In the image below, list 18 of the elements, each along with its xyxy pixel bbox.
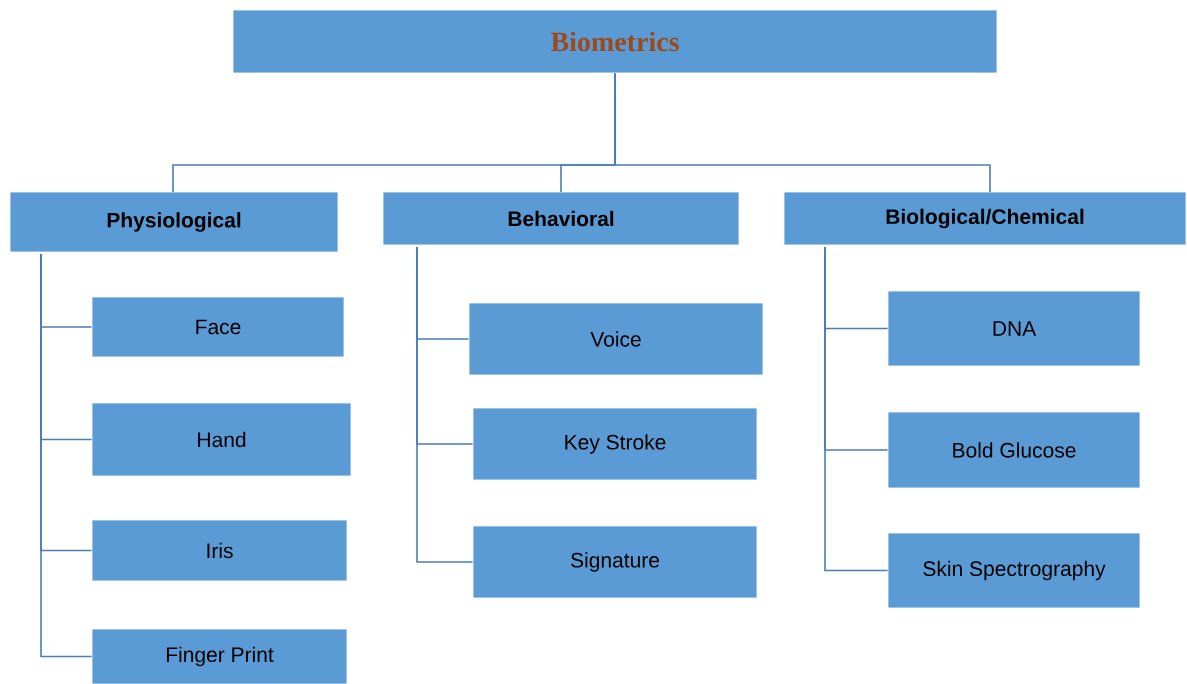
item-box: Skin Spectrography	[887, 532, 1141, 609]
item-box: Key Stroke	[472, 407, 758, 481]
item-box: Hand	[91, 402, 352, 477]
item-box: Finger Print	[91, 628, 348, 684]
item-box: Voice	[468, 302, 764, 376]
item-box: Bold Glucose	[887, 411, 1141, 489]
item-box: Iris	[91, 519, 348, 582]
category-box: Biological/Chemical	[783, 191, 1187, 246]
connector-line	[416, 246, 474, 563]
item-box: Signature	[472, 525, 758, 599]
item-box: DNA	[887, 290, 1141, 367]
item-box: Face	[91, 296, 345, 358]
connector-line	[824, 246, 889, 572]
category-box: Behavioral	[382, 191, 740, 246]
category-box: Physiological	[9, 191, 339, 253]
connector-line	[614, 72, 991, 193]
title-box: Biometrics	[232, 9, 998, 74]
connector-line	[40, 253, 93, 658]
